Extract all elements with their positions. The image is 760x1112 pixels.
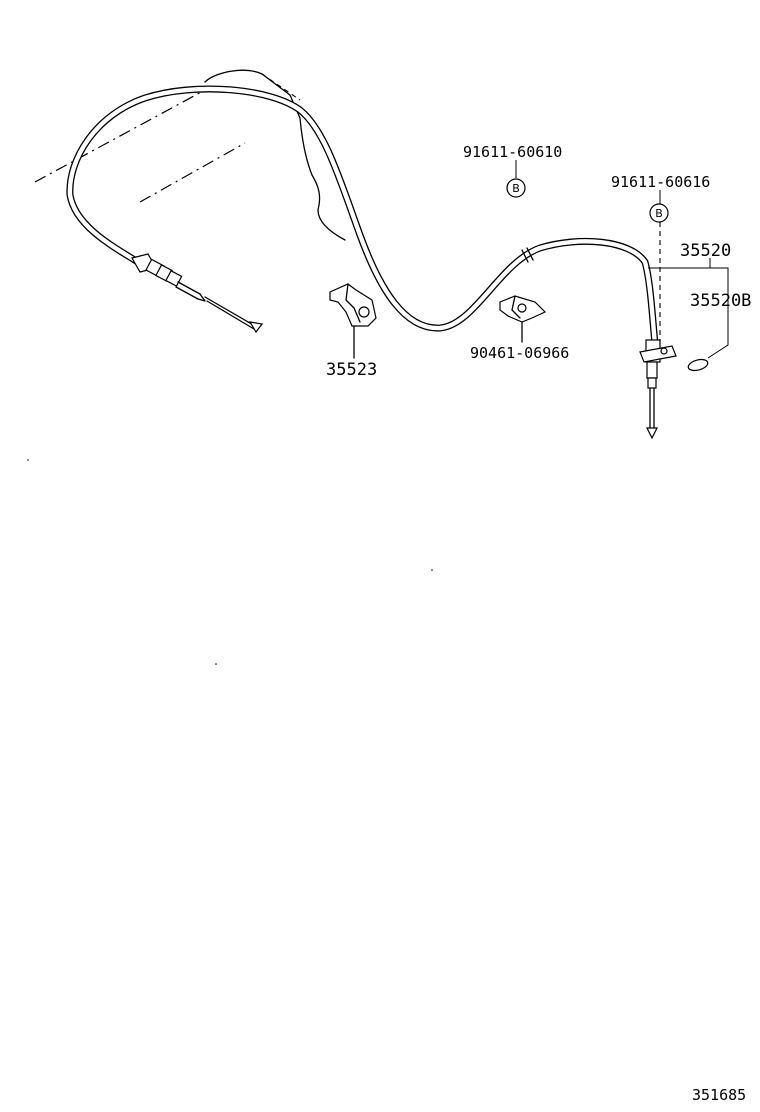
badge-letter-top: B — [512, 182, 520, 195]
bolt-badge-top: B — [506, 178, 526, 198]
part-35520b-shape — [687, 358, 709, 372]
label-90461-06966[interactable]: 90461-06966 — [470, 344, 569, 362]
cable-35520 — [66, 85, 659, 349]
right-cable-end — [639, 222, 677, 440]
left-cable-end — [131, 253, 264, 334]
figure-number: 351685 — [692, 1086, 746, 1104]
bolt-badge-right: B — [649, 203, 669, 223]
scan-specks — [27, 459, 433, 665]
label-91611-60616[interactable]: 91611-60616 — [611, 173, 710, 191]
label-35520[interactable]: 35520 — [680, 241, 731, 261]
clamp-90461-shape — [499, 295, 547, 343]
label-35523[interactable]: 35523 — [326, 360, 377, 380]
label-91611-60610[interactable]: 91611-60610 — [463, 143, 562, 161]
leader-lines — [515, 160, 729, 359]
clamp-35523-shape — [329, 283, 377, 359]
label-35520b[interactable]: 35520B — [690, 291, 751, 311]
badge-letter-right: B — [655, 207, 663, 220]
body-outline — [34, 69, 346, 241]
